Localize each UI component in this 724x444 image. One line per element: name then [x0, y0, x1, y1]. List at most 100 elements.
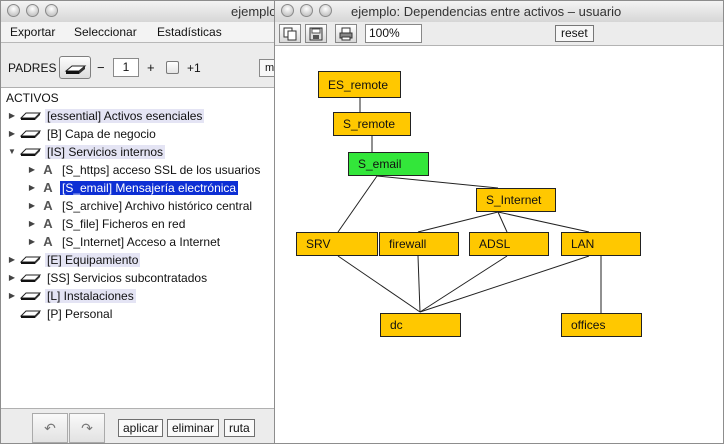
graph-node-s-remote[interactable]: S_remote [333, 112, 411, 136]
close-window-button[interactable] [281, 4, 294, 17]
redo-button[interactable]: ↷ [69, 413, 105, 443]
minimize-window-button[interactable] [26, 4, 39, 17]
mode-button[interactable]: m [259, 59, 275, 77]
eraser-icon [20, 111, 41, 121]
eraser-icon [64, 65, 87, 74]
minimize-window-button[interactable] [300, 4, 313, 17]
edge [417, 211, 499, 233]
tree-item-label: [S_file] Ficheros en red [62, 216, 186, 231]
zoom-window-button[interactable] [45, 4, 58, 17]
parents-level-field[interactable]: 1 [113, 58, 139, 77]
increment-button[interactable]: + [147, 60, 155, 75]
tree-item[interactable]: ▶ [L] Instalaciones [7, 287, 136, 304]
tree-item[interactable]: ▶ [E] Equipamiento [7, 251, 141, 268]
graph-node-lan[interactable]: LAN [561, 232, 641, 256]
copy-button[interactable] [279, 24, 301, 43]
asset-a-icon: A [43, 216, 53, 231]
graph-node-label: SRV [306, 237, 331, 251]
graph-node-label: S_remote [343, 117, 396, 131]
apply-button[interactable]: aplicar [118, 419, 164, 437]
tree-item[interactable]: ▶[SS] Servicios subcontratados [7, 269, 209, 286]
collapsed-triangle-icon[interactable]: ▶ [28, 183, 36, 192]
graph-node-offices[interactable]: offices [561, 313, 642, 337]
menu-bar: Exportar Seleccionar Estadísticas [1, 22, 275, 43]
print-button[interactable] [335, 24, 357, 43]
tree-item[interactable]: ▶ A [S_email] Mensajería electrónica [27, 179, 239, 196]
zoom-window-button[interactable] [319, 4, 332, 17]
eraser-icon [20, 255, 41, 265]
save-image-button[interactable] [305, 24, 327, 43]
edge [497, 211, 508, 233]
delete-button[interactable]: eliminar [167, 419, 220, 437]
title-bar[interactable]: ejemplo: Dependencias entre activos – us… [275, 1, 723, 23]
collapsed-triangle-icon[interactable]: ▶ [28, 219, 36, 228]
tree-item[interactable]: ▶ [essential] Activos esenciales [7, 107, 205, 124]
tree-item-label: [E] Equipamiento [45, 252, 141, 267]
tree-item[interactable]: ▶ A [S_file] Ficheros en red [27, 215, 187, 232]
edge [337, 255, 421, 313]
graph-edges [337, 98, 602, 313]
assets-tree: ACTIVOS ▶[essential] Activos esenciales▶… [1, 87, 275, 409]
menu-exportar[interactable]: Exportar [10, 25, 56, 39]
collapsed-triangle-icon[interactable]: ▶ [8, 255, 16, 264]
menu-estadisticas[interactable]: Estadísticas [157, 25, 222, 39]
save-image-icon [309, 27, 323, 41]
undo-icon: ↶ [44, 420, 56, 436]
edge [417, 255, 421, 313]
eraser-icon [20, 147, 41, 157]
menu-seleccionar[interactable]: Seleccionar [74, 25, 137, 39]
graph-node-s-email[interactable]: S_email [348, 152, 429, 176]
dependencies-window: ejemplo: Dependencias entre activos – us… [274, 0, 724, 444]
copy-icon [283, 27, 297, 41]
title-bar[interactable]: ejemplo: [1, 1, 275, 23]
graph-node-es-remote[interactable]: ES_remote [318, 71, 401, 98]
eraser-icon [20, 309, 41, 319]
reset-button[interactable]: reset [555, 25, 594, 42]
graph-node-dc[interactable]: dc [380, 313, 461, 337]
collapsed-triangle-icon[interactable]: ▶ [28, 165, 36, 174]
path-button[interactable]: ruta [224, 419, 255, 437]
redo-icon: ↷ [81, 420, 93, 436]
tree-item[interactable]: ▶[B] Capa de negocio [7, 125, 158, 142]
collapsed-triangle-icon[interactable]: ▶ [28, 237, 36, 246]
close-window-button[interactable] [7, 4, 20, 17]
graph-node-firewall[interactable]: firewall [379, 232, 459, 256]
collapsed-triangle-icon[interactable]: ▶ [8, 111, 16, 120]
asset-a-icon: A [43, 162, 53, 177]
tree-item-label: [essential] Activos esenciales [45, 108, 205, 123]
edge [497, 211, 590, 233]
collapsed-triangle-icon[interactable]: ▶ [8, 129, 16, 138]
asset-a-icon: A [43, 180, 53, 195]
eraser-icon [20, 291, 41, 301]
graph-node-label: S_Internet [486, 193, 542, 207]
tree-item[interactable]: ▶A[S_Internet] Acceso a Internet [27, 233, 222, 250]
collapsed-triangle-icon[interactable]: ▶ [28, 201, 36, 210]
tree-item[interactable]: ▶ A [S_https] acceso SSL de los usuarios [27, 161, 262, 178]
tree-item[interactable]: ▼ [IS] Servicios internos [7, 143, 166, 160]
plus-one-checkbox[interactable] [166, 61, 179, 74]
zoom-field[interactable]: 100% [365, 24, 422, 43]
tree-item-label: [IS] Servicios internos [45, 144, 166, 159]
parents-controls: PADRES − 1 + +1 m [1, 51, 275, 85]
tree-item-label: [L] Instalaciones [45, 288, 136, 303]
tree-item[interactable]: ▶A[S_archive] Archivo histórico central [27, 197, 254, 214]
decrement-button[interactable]: − [97, 60, 105, 75]
undo-button[interactable]: ↶ [32, 413, 68, 443]
tree-item-label: [S_https] acceso SSL de los usuarios [62, 162, 261, 177]
tree-item-label: [S_Internet] Acceso a Internet [62, 234, 221, 249]
graph-node-srv[interactable]: SRV [296, 232, 378, 256]
clear-selection-button[interactable] [59, 56, 91, 79]
edge [337, 175, 378, 233]
graph-node-s-internet[interactable]: S_Internet [476, 188, 556, 212]
tree-item-label: [S_archive] Archivo histórico central [62, 198, 253, 213]
expanded-triangle-icon[interactable]: ▼ [8, 147, 16, 156]
eraser-icon [20, 129, 41, 139]
collapsed-triangle-icon[interactable]: ▶ [8, 291, 16, 300]
graph-node-label: ADSL [479, 237, 511, 251]
parents-label: PADRES [8, 61, 57, 75]
tree-item-label: [S_email] Mensajería electrónica [60, 180, 239, 195]
window-title: ejemplo: [231, 4, 276, 19]
graph-node-adsl[interactable]: ADSL [469, 232, 549, 256]
tree-item[interactable]: [P] Personal [7, 305, 114, 322]
collapsed-triangle-icon[interactable]: ▶ [8, 273, 16, 282]
